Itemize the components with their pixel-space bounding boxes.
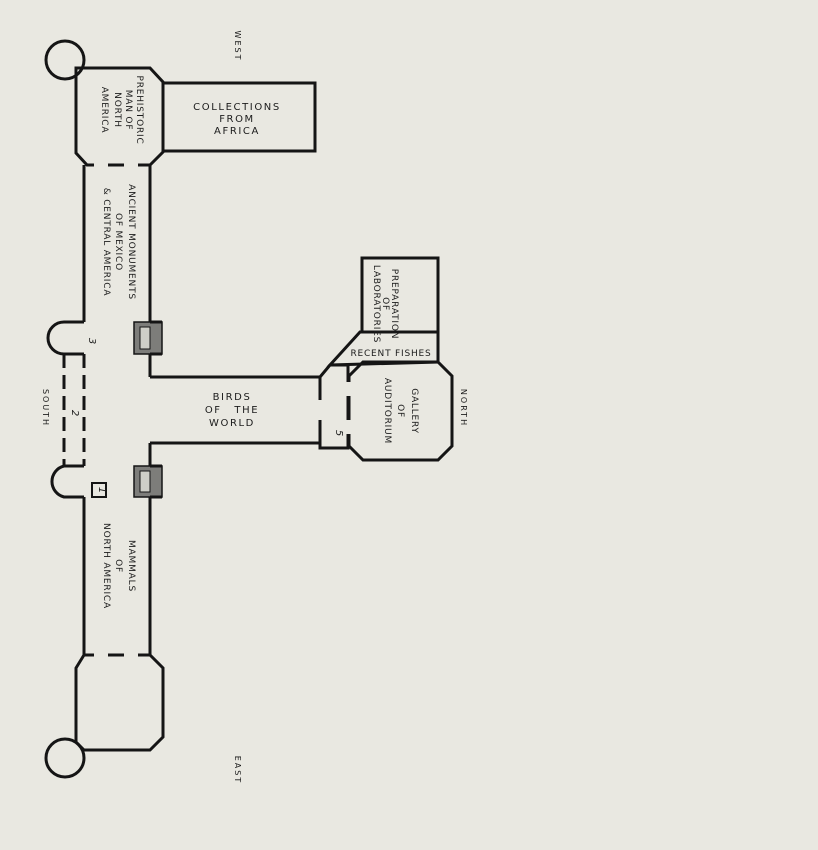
label-recent-fishes: RECENT FISHES	[350, 349, 431, 359]
room-number-3: 3	[86, 338, 97, 344]
north-upper-bay	[46, 320, 84, 356]
label-labs-3: PREPARATION	[389, 269, 399, 340]
label-mexico-2: OF MEXICO	[113, 213, 123, 271]
room-number-5: 5	[333, 430, 344, 436]
compass-north: NORTH	[459, 389, 468, 427]
africa-hall	[161, 81, 317, 153]
label-birds-2: OF THE	[205, 405, 259, 416]
west-tower	[44, 39, 86, 81]
room-number-2: 2	[69, 410, 80, 416]
label-prehistoric-1: PREHISTORIC	[134, 75, 144, 144]
label-gallery-3: AUDITORIUM	[382, 378, 392, 444]
east-tower	[44, 737, 86, 779]
label-prehistoric-3: NORTH	[112, 92, 122, 128]
label-birds-3: WORLD	[209, 418, 255, 429]
label-prehistoric-4: AMERICA	[99, 87, 109, 134]
label-gallery-1: GALLERY	[409, 388, 419, 434]
label-mammals-2: OF	[113, 559, 123, 573]
south-lower-bay	[50, 464, 84, 499]
auditorium-gallery	[347, 360, 454, 462]
label-africa-2: FROM	[219, 114, 255, 125]
label-labs-2: OF	[380, 297, 390, 311]
label-mammals-1: MAMMALS	[126, 540, 136, 592]
laboratories-room	[360, 256, 440, 334]
room-number-1: 1	[96, 487, 107, 493]
label-gallery-2: OF	[395, 404, 405, 418]
compass-east: EAST	[233, 756, 242, 785]
label-labs-1: LABORATORIES	[371, 265, 381, 343]
label-mammals-3: NORTH AMERICA	[101, 523, 111, 609]
prehistoric-man-hall	[74, 66, 165, 167]
label-mexico-1: ANCIENT MONUMENTS	[126, 184, 136, 300]
label-birds-1: BIRDS	[213, 392, 252, 403]
east-end-hall	[74, 653, 165, 752]
label-africa-1: COLLECTIONS	[193, 102, 281, 113]
label-prehistoric-2: MAN OF	[123, 90, 133, 131]
room-1-box	[91, 482, 107, 498]
compass-south: SOUTH	[41, 389, 50, 427]
label-africa-3: AFRICA	[214, 126, 260, 137]
compass-west: WEST	[233, 31, 242, 62]
label-mexico-3: & CENTRAL AMERICA	[101, 188, 111, 297]
